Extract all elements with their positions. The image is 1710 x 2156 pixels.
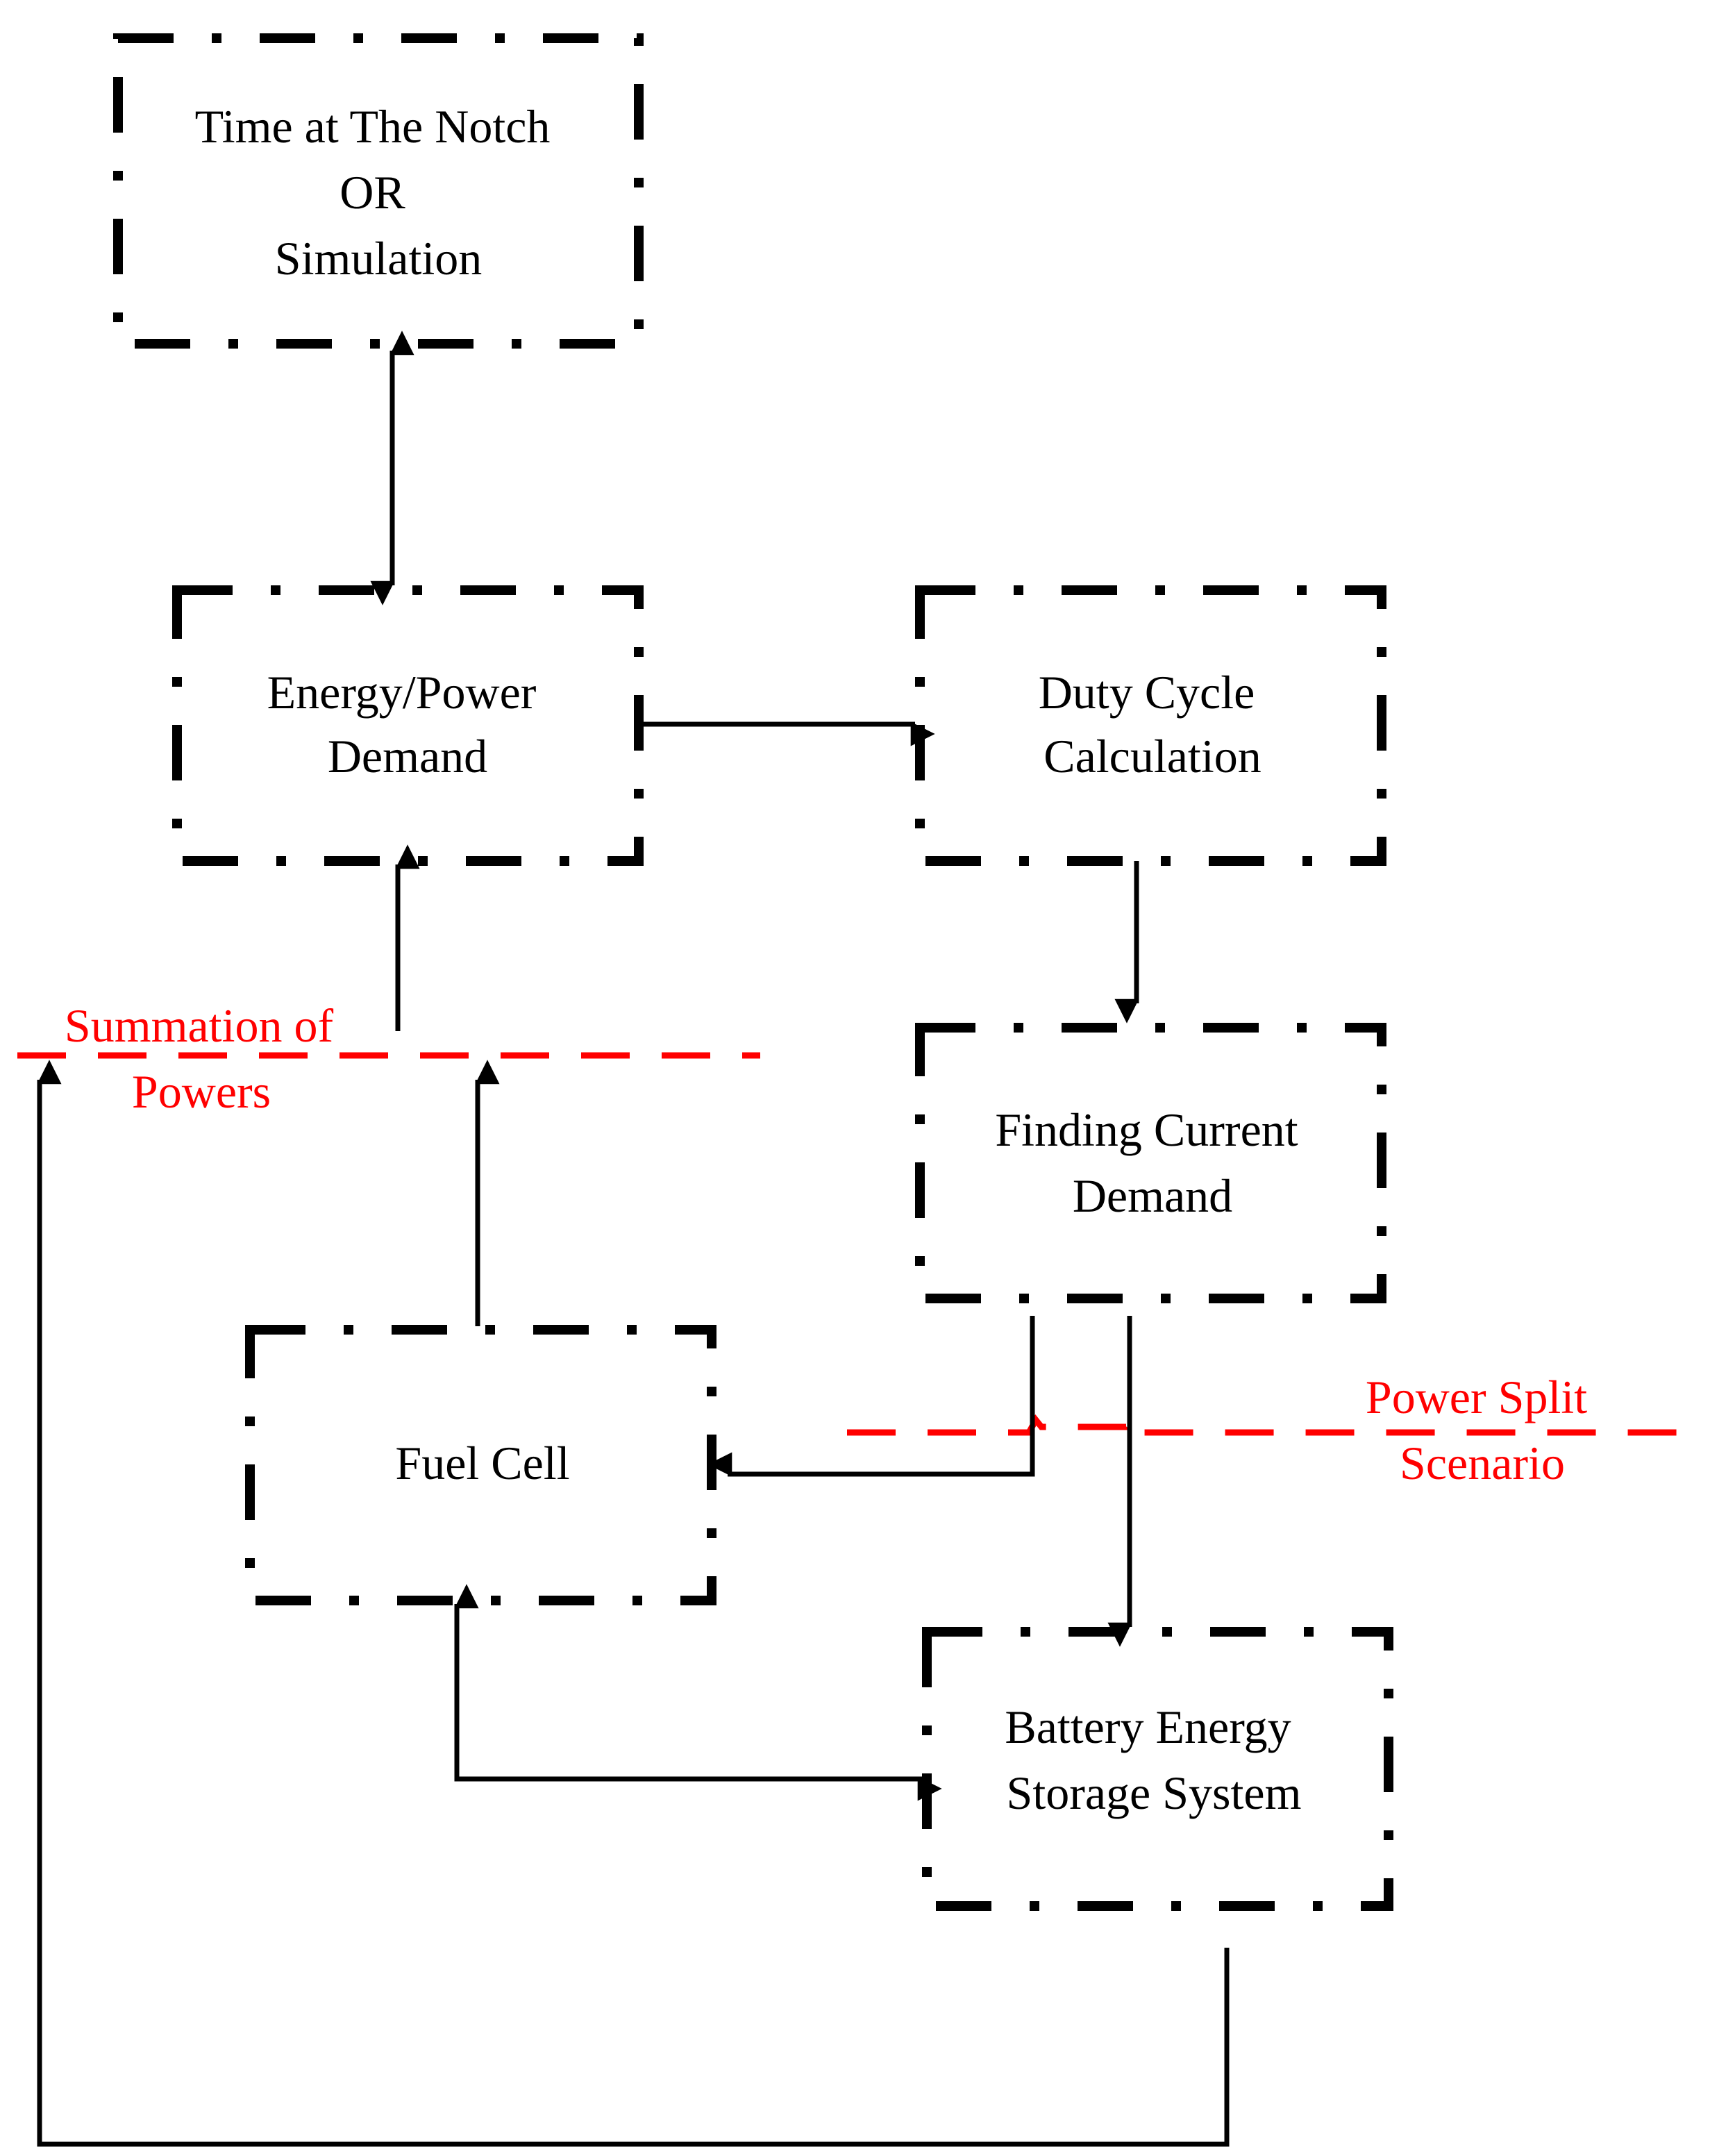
node-demand-line-1: Energy/Power [267, 666, 537, 719]
edge-battery-summation [37, 1060, 1230, 2147]
summation-label: Summation of Powers [65, 999, 345, 1118]
summation-line-2: Powers [132, 1065, 271, 1118]
node-duty-line-2: Calculation [1043, 730, 1261, 783]
power-split-line-1: Power Split [1366, 1371, 1587, 1423]
node-time-line-1: Time at The Notch [195, 100, 551, 153]
node-battery-box [922, 1627, 1393, 1911]
node-current-label: Finding Current Demand [995, 1103, 1309, 1222]
power-split-label: Power Split Scenario [1366, 1371, 1599, 1489]
node-fuel-label: Fuel Cell [395, 1437, 569, 1489]
node-time-line-2: OR [340, 166, 405, 219]
edge-current-fuel [707, 1316, 1035, 1477]
edge-fuel-battery [454, 1584, 942, 1801]
node-battery-line-1: Battery Energy [1005, 1700, 1291, 1753]
node-time-line-3: Simulation [275, 232, 482, 285]
node-battery-label: Battery Energy Storage System [1005, 1700, 1302, 1819]
node-fuel-line-1: Fuel Cell [395, 1437, 569, 1489]
node-duty-box [915, 585, 1386, 866]
node-demand-label: Energy/Power Demand [267, 666, 548, 783]
node-duty-line-1: Duty Cycle [1039, 666, 1255, 719]
power-split-line-2: Scenario [1400, 1437, 1565, 1489]
node-demand-line-2: Demand [328, 730, 487, 783]
node-duty-label: Duty Cycle Calculation [1039, 666, 1267, 783]
summation-line-1: Summation of [65, 999, 334, 1052]
node-demand-box [172, 585, 644, 866]
node-time-label: Time at The Notch OR Simulation [195, 100, 562, 285]
node-current-line-1: Finding Current [995, 1103, 1298, 1156]
node-battery-line-2: Storage System [1007, 1766, 1302, 1819]
node-current-box [915, 1023, 1386, 1303]
node-current-line-2: Demand [1073, 1169, 1232, 1222]
